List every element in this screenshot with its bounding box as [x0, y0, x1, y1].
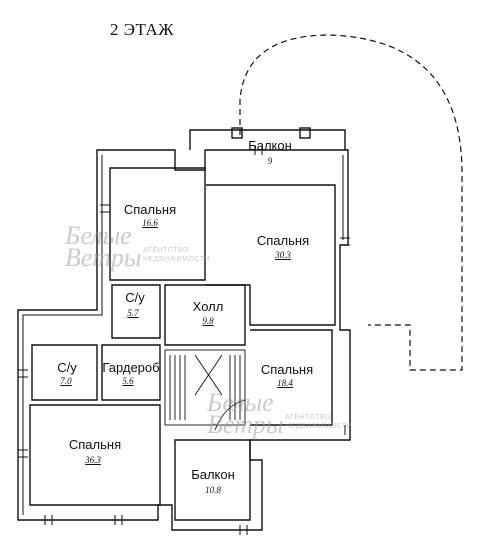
wall-bedroom-ne: [206, 184, 336, 326]
window-marks: [18, 145, 350, 535]
floor-title: 2 ЭТАЖ: [110, 20, 175, 39]
dashed-terrace-outline: [239, 34, 463, 371]
wall-bedroom-e: [250, 329, 333, 426]
wall-balcony-bottom: [174, 439, 251, 521]
wall-bath-upper: [111, 284, 161, 339]
room-area-bath-upper: 5.7: [127, 308, 139, 318]
room-area-balcony-bottom: 10.8: [205, 485, 221, 495]
room-area-bedroom-sw: 36.3: [85, 455, 101, 465]
room-name-bedroom-nw: Спальня: [123, 202, 177, 217]
wall-bedroom-sw: [29, 404, 161, 506]
room-area-bedroom-nw: 16.6: [142, 218, 158, 228]
room-name-bedroom-ne: Спальня: [256, 233, 310, 248]
room-area-hall: 9.8: [202, 316, 214, 326]
room-area-bedroom-ne: 30.3: [275, 250, 291, 260]
wall-bath-lower: [31, 344, 98, 401]
room-name-balcony-bottom: Балкон: [191, 467, 235, 482]
wall-wardrobe: [101, 344, 161, 401]
room-area-wardrobe: 5.6: [122, 376, 134, 386]
wall-bedroom-nw: [109, 167, 206, 281]
watermark-lower: Белые Ветры АГЕНТСТВО НЕДВИЖИМОСТИ: [207, 388, 353, 439]
room-area-bedroom-e: 18.4: [277, 378, 293, 388]
room-name-bedroom-e: Спальня: [260, 362, 314, 377]
room-area-bath-lower: 7.0: [60, 376, 72, 386]
room-name-bedroom-sw: Спальня: [68, 437, 122, 452]
room-name-hall: Холл: [192, 299, 224, 314]
room-area-balcony-top: 9: [267, 156, 273, 166]
watermark-upper: Белые Ветры АГЕНТСТВО НЕДВИЖИМОСТИ: [65, 221, 211, 272]
room-name-bath-upper: С/у: [125, 290, 145, 305]
outer-wall: [17, 149, 351, 531]
staircase: [164, 349, 246, 431]
room-name-bath-lower: С/у: [57, 360, 77, 375]
wall-hall: [164, 284, 246, 346]
balcony-top-outline: [189, 129, 346, 150]
room-name-wardrobe: Гардероб: [102, 360, 160, 375]
room-name-balcony-top: Балкон: [248, 138, 292, 153]
